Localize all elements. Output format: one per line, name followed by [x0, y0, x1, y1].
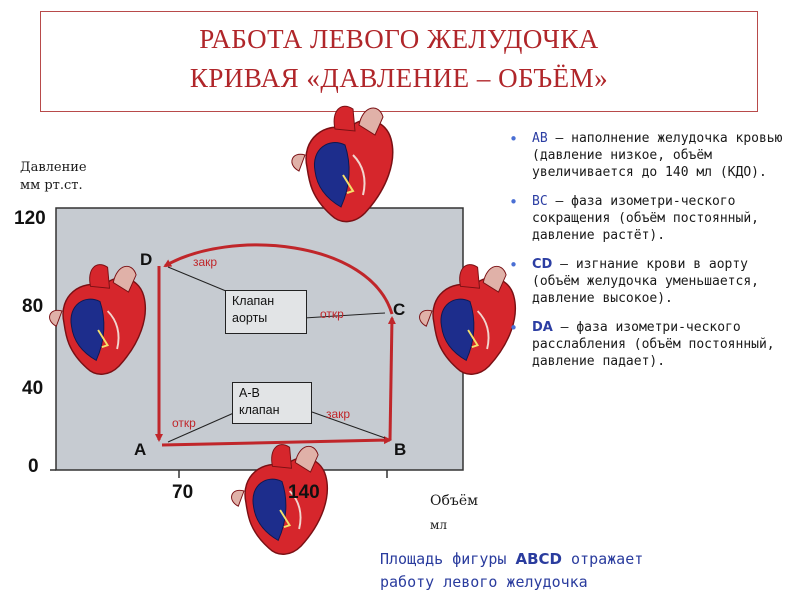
list-item: • CD – изгнание крови в аорту (объём желу…: [508, 256, 793, 307]
bullet-icon: •: [509, 130, 519, 148]
x-axis-label: Объём мл: [430, 489, 478, 537]
area-note-term: ABCD: [515, 550, 562, 568]
phase-text: – фаза изометри-ческого сокращения (объё…: [532, 194, 759, 243]
phase-term: CD: [532, 257, 553, 272]
valve-state-label: откр: [320, 307, 344, 321]
y-tick-label: 120: [14, 208, 46, 229]
list-item: • АВ – наполнение желудочка кровью (давле…: [508, 130, 793, 181]
phase-list: • АВ – наполнение желудочка кровью (давле…: [508, 130, 793, 382]
x-tick-label: 70: [172, 482, 194, 503]
heart-icon: [290, 105, 394, 223]
valve-state-label: закр: [326, 407, 351, 421]
phase-text: – наполнение желудочка кровью (давление …: [532, 131, 783, 180]
y-axis-label: Давление мм рт.ст.: [20, 159, 87, 195]
phase-term: АВ: [532, 131, 548, 146]
title-line-2: КРИВАЯ «ДАВЛЕНИЕ – ОБЪЁМ»: [189, 63, 609, 93]
area-note-suffix: отражает: [561, 550, 644, 568]
area-note-line-2: работу левого желудочка: [380, 573, 588, 591]
area-note-prefix: Площадь фигуры: [380, 550, 516, 568]
phase-term: ВС: [532, 194, 548, 209]
area-note-line-1: Площадь фигуры ABCD отражает: [380, 548, 643, 571]
list-item: • DA – фаза изометри-ческого расслабления…: [508, 319, 793, 370]
y-tick-label: 80: [22, 296, 44, 317]
aortic-valve-callout: Клапан аорты: [225, 290, 307, 334]
aortic-valve-line-1: Клапан: [232, 294, 275, 308]
segment-bc: [387, 316, 396, 441]
point-a-label: A: [134, 440, 147, 459]
pv-loop: [155, 243, 396, 447]
y-axis-label-line-2: мм рт.ст.: [20, 178, 83, 193]
point-d-label: D: [140, 250, 153, 269]
x-axis-label-line-2: мл: [430, 518, 447, 532]
valve-state-label: откр: [172, 416, 196, 430]
title-box: РАБОТА ЛЕВОГО ЖЕЛУДОЧКА КРИВАЯ «ДАВЛЕНИЕ…: [40, 11, 758, 112]
area-note: Площадь фигуры ABCD отражает работу лево…: [380, 548, 643, 594]
bullet-icon: •: [509, 193, 519, 211]
y-axis-label-line-1: Давление: [20, 160, 87, 175]
aortic-valve-line-2: аорты: [232, 311, 268, 325]
title-line-1: РАБОТА ЛЕВОГО ЖЕЛУДОЧКА: [199, 24, 599, 54]
av-valve-line-2: клапан: [239, 403, 280, 417]
bullet-icon: •: [509, 319, 519, 337]
point-c-label: C: [393, 300, 406, 319]
y-tick-label: 0: [28, 456, 39, 477]
point-b-label: B: [394, 440, 407, 459]
bullet-icon: •: [509, 256, 519, 274]
x-axis-label-line-1: Объём: [430, 493, 478, 509]
list-item: • ВС – фаза изометри-ческого сокращения (…: [508, 193, 793, 244]
phase-term: DA: [532, 320, 553, 335]
y-tick-label: 40: [22, 378, 44, 399]
phase-text: – фаза изометри-ческого расслабления (об…: [532, 320, 775, 369]
av-valve-line-1: А-В: [239, 386, 260, 400]
valve-state-label: закр: [193, 255, 218, 269]
segment-cd: [163, 243, 394, 315]
segment-ab: [161, 436, 392, 447]
x-tick-label: 140: [288, 482, 320, 503]
av-valve-callout: А-В клапан: [232, 382, 312, 424]
phase-text: – изгнание крови в аорту (объём желудочк…: [532, 257, 759, 306]
